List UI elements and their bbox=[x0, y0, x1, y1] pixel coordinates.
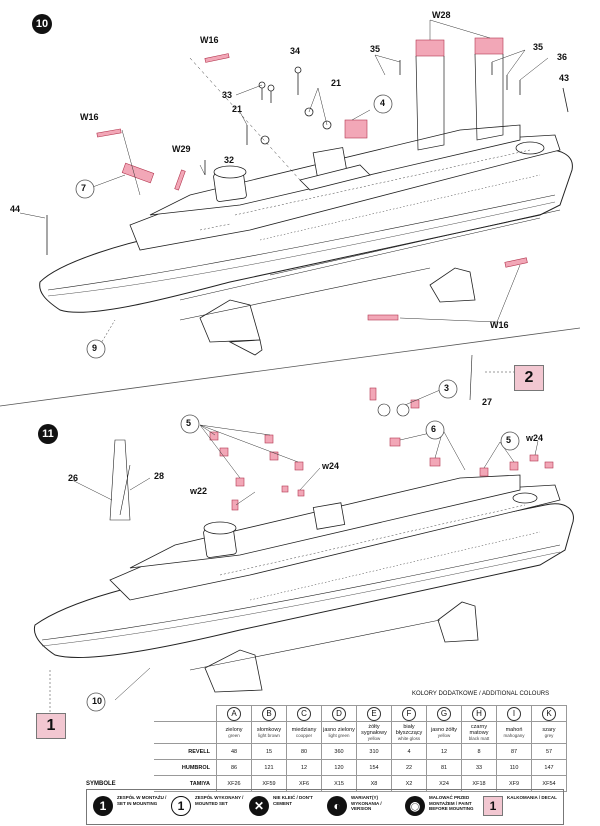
step-number-11: 11 bbox=[38, 424, 58, 444]
label: 7 bbox=[81, 183, 87, 193]
symbol-item: 1 KALKOMANIA / DECAL bbox=[483, 794, 559, 820]
superstructure-step10 bbox=[129, 124, 561, 251]
window-rows-step10 bbox=[199, 149, 541, 241]
label: w24 bbox=[322, 461, 340, 471]
symbol-text: KALKOMANIA / DECAL bbox=[507, 795, 557, 800]
symbol-text: WARIANT(Y) WYKONANIA / VERSION bbox=[351, 795, 382, 811]
label: w24 bbox=[526, 433, 544, 443]
label: 43 bbox=[559, 73, 570, 83]
label: W16 bbox=[490, 320, 509, 330]
symbols-legend: 1 ZESPÓŁ W MONTAŻU / SET IN MOUNTING 1 Z… bbox=[86, 789, 564, 825]
page-ref-box-bottom: 1 bbox=[36, 713, 66, 739]
leader-lines-step10 bbox=[19, 19, 549, 346]
symbol-text: NIE KLEIĆ / DON'T CEMENT bbox=[273, 795, 313, 806]
set-in-mounting-icon: 1 bbox=[93, 796, 113, 816]
label: 21 bbox=[331, 78, 342, 88]
color-letter: A bbox=[216, 705, 252, 722]
label: W28 bbox=[432, 10, 451, 20]
color-letter: K bbox=[531, 705, 567, 722]
color-letter: E bbox=[356, 705, 392, 722]
symbol-item: ✕ NIE KLEIĆ / DON'T CEMENT bbox=[249, 794, 325, 820]
color-letter: H bbox=[461, 705, 497, 722]
ship-stand-step11 bbox=[189, 601, 479, 693]
label: W29 bbox=[172, 144, 191, 154]
label: 21 bbox=[232, 104, 243, 114]
label: W16 bbox=[200, 35, 219, 45]
ship-stand-step10 bbox=[179, 267, 476, 356]
step-number-10: 10 bbox=[32, 14, 52, 34]
symbol-item: ◉ MALOWAĆ PRZED MONTAŻEM / PAINT BEFORE … bbox=[405, 794, 481, 820]
label: 26 bbox=[68, 473, 79, 483]
ship-hull-step10 bbox=[39, 149, 573, 313]
label: 5 bbox=[186, 418, 192, 428]
label: 10 bbox=[92, 696, 103, 706]
label: 5 bbox=[506, 435, 512, 445]
label: 4 bbox=[380, 98, 386, 108]
superstructure-step11 bbox=[109, 474, 561, 601]
step-divider bbox=[0, 327, 581, 407]
pink-parts-step11 bbox=[209, 387, 554, 511]
mounted-set-icon: 1 bbox=[171, 796, 191, 816]
symbol-item: ◐ WARIANT(Y) WYKONANIA / VERSION bbox=[327, 794, 403, 820]
symbol-item: 1 ZESPÓŁ W MONTAŻU / SET IN MOUNTING bbox=[93, 794, 169, 820]
window-rows-step11 bbox=[219, 504, 541, 601]
symbol-text: MALOWAĆ PRZED MONTAŻEM / PAINT BEFORE MO… bbox=[429, 795, 474, 811]
version-icon: ◐ bbox=[327, 796, 347, 816]
colors-title: KOLORY DODATKOWE / ADDITIONAL COLOURS bbox=[412, 691, 550, 697]
color-letter: C bbox=[286, 705, 322, 722]
decal-icon: 1 bbox=[483, 796, 503, 816]
dont-cement-icon: ✕ bbox=[249, 796, 269, 816]
callout-circles bbox=[75, 94, 520, 712]
color-letter: D bbox=[321, 705, 357, 722]
color-letter: G bbox=[426, 705, 462, 722]
label: 28 bbox=[154, 471, 165, 481]
label: 32 bbox=[224, 155, 235, 165]
label: 36 bbox=[557, 52, 568, 62]
label: 34 bbox=[290, 46, 301, 56]
symbols-title: SYMBOLE bbox=[86, 781, 116, 787]
label: w22 bbox=[190, 486, 208, 496]
funnels-step10 bbox=[415, 53, 504, 151]
label: 35 bbox=[533, 42, 544, 52]
label: W16 bbox=[80, 112, 99, 122]
label: 3 bbox=[444, 383, 450, 393]
page-ref-box-top: 2 bbox=[514, 365, 544, 391]
symbol-text: ZESPÓŁ W MONTAŻU / SET IN MOUNTING bbox=[117, 795, 167, 806]
paint-before-mounting-icon: ◉ bbox=[405, 796, 425, 816]
small-parts-step11 bbox=[109, 354, 473, 521]
label: 33 bbox=[222, 90, 233, 100]
label: 35 bbox=[370, 44, 381, 54]
color-letter: B bbox=[251, 705, 287, 722]
color-letter: I bbox=[496, 705, 532, 722]
label: 44 bbox=[10, 204, 21, 214]
color-letter: F bbox=[391, 705, 427, 722]
label: 6 bbox=[431, 424, 437, 434]
pink-parts-step10 bbox=[96, 37, 528, 321]
symbol-text: ZESPÓŁ WYKONANY / MOUNTED SET bbox=[195, 795, 244, 806]
label: 9 bbox=[92, 343, 98, 353]
label: 27 bbox=[482, 397, 493, 407]
symbol-item: 1 ZESPÓŁ WYKONANY / MOUNTED SET bbox=[171, 794, 247, 820]
